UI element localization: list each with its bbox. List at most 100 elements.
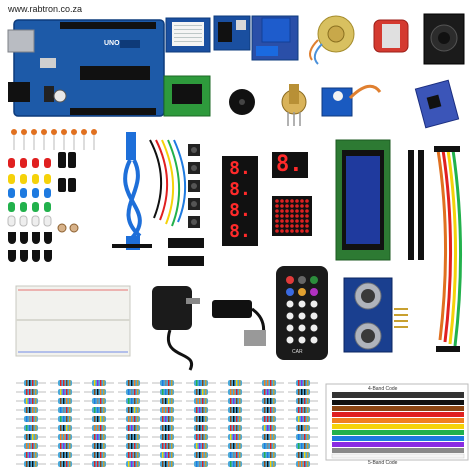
resistor [24, 443, 38, 449]
seven-seg-single-text: 8. [276, 152, 303, 177]
resistor [126, 434, 140, 440]
joystick-module [423, 13, 465, 65]
resistor [194, 407, 208, 413]
resistor [296, 461, 310, 467]
resistor [296, 407, 310, 413]
resistor [160, 407, 174, 413]
stepper-motor [309, 15, 355, 65]
power-adapter [152, 286, 200, 371]
resistor [296, 380, 310, 386]
resistor [228, 425, 242, 431]
arduino-uno-board [7, 19, 165, 117]
resistor [126, 416, 140, 422]
resistor [194, 380, 208, 386]
site-url: www.rabtron.co.za [8, 4, 83, 14]
resistor [126, 452, 140, 458]
resistor [296, 389, 310, 395]
resistor [160, 452, 174, 458]
resistor [24, 380, 38, 386]
lcd-1602-module [335, 139, 391, 261]
resistor [262, 398, 276, 404]
resistor [126, 407, 140, 413]
resistor [296, 425, 310, 431]
ribbon-dupont-wires [434, 146, 463, 352]
resistor [228, 461, 242, 467]
resistor [24, 407, 38, 413]
resistor [24, 389, 38, 395]
uno-label: UNO [104, 40, 120, 47]
prototype-shield [165, 17, 211, 53]
resistor [58, 443, 72, 449]
resistor [160, 416, 174, 422]
resistor [92, 425, 106, 431]
resistor [262, 389, 276, 395]
usb-cable [123, 132, 142, 250]
led-white-row [7, 215, 52, 227]
buzzer [229, 89, 255, 115]
resistor [58, 407, 72, 413]
resistor [126, 398, 140, 404]
resistor-chart-title: 4-Band Code [368, 386, 398, 392]
seven-segment-single [272, 152, 308, 178]
ceramic-capacitors [11, 129, 97, 150]
resistor [194, 389, 208, 395]
resistor [160, 389, 174, 395]
resistor [228, 443, 242, 449]
resistor [58, 389, 72, 395]
resistor [296, 416, 310, 422]
resistor [24, 452, 38, 458]
resistor [92, 407, 106, 413]
resistor [228, 407, 242, 413]
led-yellow-row [8, 174, 51, 184]
resistor [262, 425, 276, 431]
ic-chips [168, 238, 204, 266]
resistor [92, 434, 106, 440]
resistor [92, 389, 106, 395]
resistor [296, 434, 310, 440]
resistor [160, 380, 174, 386]
resistor [92, 398, 106, 404]
resistor [58, 398, 72, 404]
accelerometer-module [414, 79, 460, 129]
resistors-grid [16, 380, 318, 467]
resistor [58, 425, 72, 431]
resistor [194, 398, 208, 404]
resistor [194, 452, 208, 458]
servo-motor [321, 84, 382, 117]
resistor [24, 461, 38, 467]
seven-segment-quad [222, 156, 258, 246]
sensor-shield [213, 15, 251, 51]
resistor [160, 443, 174, 449]
resistor [262, 434, 276, 440]
resistor [126, 380, 140, 386]
led-matrix [272, 196, 312, 236]
seven-seg-quad-text: 8.8.8.8. [229, 158, 251, 242]
resistor [126, 425, 140, 431]
resistor [92, 452, 106, 458]
resistor [228, 416, 242, 422]
resistor [160, 425, 174, 431]
potentiometer [281, 84, 307, 126]
resistor [24, 434, 38, 440]
resistor [24, 398, 38, 404]
resistor [228, 389, 242, 395]
resistor [58, 461, 72, 467]
battery-clip [212, 300, 266, 346]
resistor [160, 398, 174, 404]
resistor [194, 461, 208, 467]
resistor [194, 434, 208, 440]
tactile-buttons [188, 144, 200, 228]
led-green-row [8, 202, 51, 212]
transistors [8, 232, 52, 262]
ir-receiver-board [163, 75, 211, 117]
resistor [92, 443, 106, 449]
resistor [92, 461, 106, 467]
ir-remote [276, 266, 328, 360]
resistor [262, 443, 276, 449]
resistor [228, 380, 242, 386]
remote-brand: CAR [292, 349, 303, 355]
electrolytic-capacitors [58, 152, 76, 192]
resistor [262, 407, 276, 413]
resistor [126, 389, 140, 395]
resistor-chart-footer: 5-Band Code [368, 460, 398, 466]
